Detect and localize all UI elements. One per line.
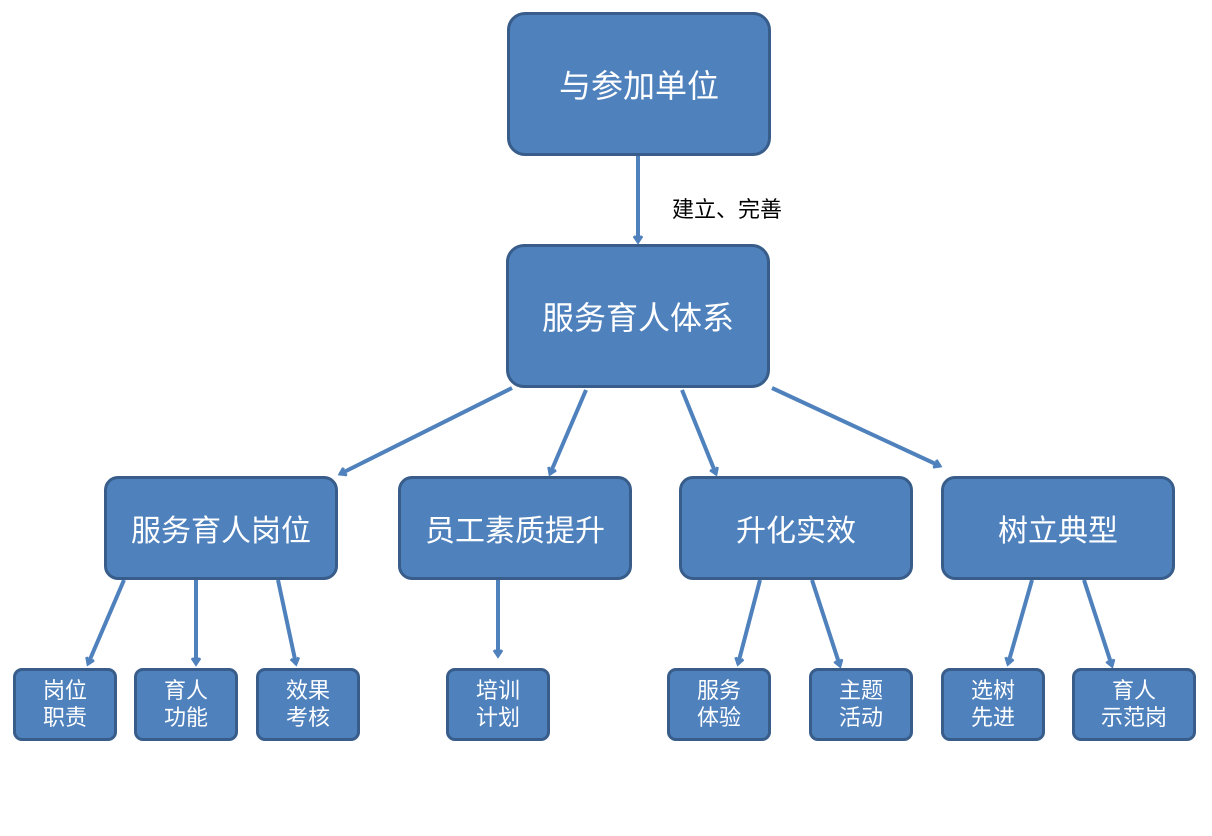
system-node-label: 服务育人体系 xyxy=(541,299,734,337)
leaf-node-label-line-2: 职责 xyxy=(42,705,87,731)
leaf-node-label-line-1: 岗位 xyxy=(42,678,87,704)
arrow-branch-4-to-leaf-1 xyxy=(1008,579,1034,664)
arrow-branch-1-to-leaf-1 xyxy=(88,579,126,664)
branch-node-effectiveness: 升化实效 xyxy=(679,476,913,580)
branch-node-label: 树立典型 xyxy=(998,514,1118,549)
root-node: 与参加单位 xyxy=(507,12,771,156)
leaf-node-select-advanced: 选树 先进 xyxy=(941,668,1045,741)
branch-node-staff-quality: 员工素质提升 xyxy=(398,476,632,580)
leaf-node-education-function: 育人 功能 xyxy=(134,668,238,741)
leaf-node-label-line-2: 计划 xyxy=(475,705,520,731)
leaf-node-label-line-2: 体验 xyxy=(696,705,741,731)
leaf-node-label-line-1: 育人 xyxy=(1111,678,1156,704)
leaf-node-label-line-1: 培训 xyxy=(475,678,520,704)
edge-label-root-to-system: 建立、完善 xyxy=(672,198,783,223)
arrow-branch-4-to-leaf-2 xyxy=(1082,579,1112,666)
leaf-node-effect-assessment: 效果 考核 xyxy=(256,668,360,741)
leaf-node-label-line-2: 考核 xyxy=(285,705,330,731)
arrow-system-to-branch-4 xyxy=(771,386,940,466)
arrow-branch-3-to-leaf-1 xyxy=(738,579,762,664)
leaf-node-label-line-1: 选树 xyxy=(970,678,1015,704)
leaf-node-model-post: 育人 示范岗 xyxy=(1072,668,1196,741)
leaf-node-label-line-1: 效果 xyxy=(285,678,330,704)
leaf-node-training-plan: 培训 计划 xyxy=(446,668,550,741)
leaf-node-service-experience: 服务 体验 xyxy=(667,668,771,741)
arrow-system-to-branch-2 xyxy=(550,389,588,474)
branch-node-label: 服务育人岗位 xyxy=(131,514,311,549)
branch-node-service-post: 服务育人岗位 xyxy=(104,476,338,580)
branch-node-role-models: 树立典型 xyxy=(941,476,1175,580)
leaf-node-label-line-1: 育人 xyxy=(163,678,208,704)
root-node-label: 与参加单位 xyxy=(558,67,719,105)
leaf-node-theme-activities: 主题 活动 xyxy=(809,668,913,741)
leaf-node-post-duties: 岗位 职责 xyxy=(13,668,117,741)
arrow-system-to-branch-3 xyxy=(680,389,716,474)
leaf-node-label-line-1: 主题 xyxy=(838,678,883,704)
arrow-branch-1-to-leaf-3 xyxy=(276,579,296,664)
leaf-node-label-line-2: 先进 xyxy=(970,705,1015,731)
branch-node-label: 员工素质提升 xyxy=(425,514,605,549)
leaf-node-label-line-2: 活动 xyxy=(838,705,883,731)
leaf-node-label-line-1: 服务 xyxy=(696,678,741,704)
system-node: 服务育人体系 xyxy=(506,244,770,388)
branch-node-label: 升化实效 xyxy=(736,514,856,549)
arrow-branch-3-to-leaf-2 xyxy=(810,579,840,666)
leaf-node-label-line-2: 示范岗 xyxy=(1100,705,1167,731)
leaf-node-label-line-2: 功能 xyxy=(163,705,208,731)
arrow-system-to-branch-1 xyxy=(340,386,513,474)
